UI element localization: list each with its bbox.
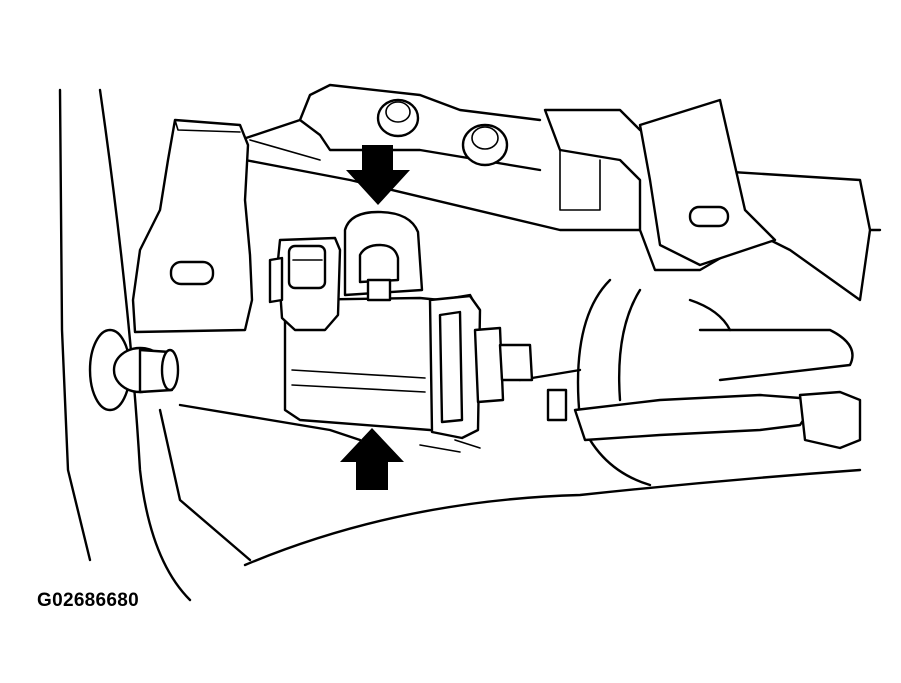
valve-nozzle <box>343 210 424 302</box>
hose-assembly <box>546 278 862 487</box>
upper-right-bracket <box>543 98 872 302</box>
figure-id-label: G02686680 <box>37 590 140 611</box>
housing-outline <box>58 83 882 602</box>
arrow-up-icon <box>340 428 404 490</box>
bolt-left <box>88 328 180 412</box>
mounting-bracket <box>131 118 254 334</box>
valve-connector <box>268 236 342 332</box>
arrow-down-icon <box>346 145 410 205</box>
stud-top-2 <box>461 123 509 167</box>
valve-body <box>283 293 534 440</box>
stud-top-1 <box>376 98 420 138</box>
detail-lines <box>249 139 481 453</box>
